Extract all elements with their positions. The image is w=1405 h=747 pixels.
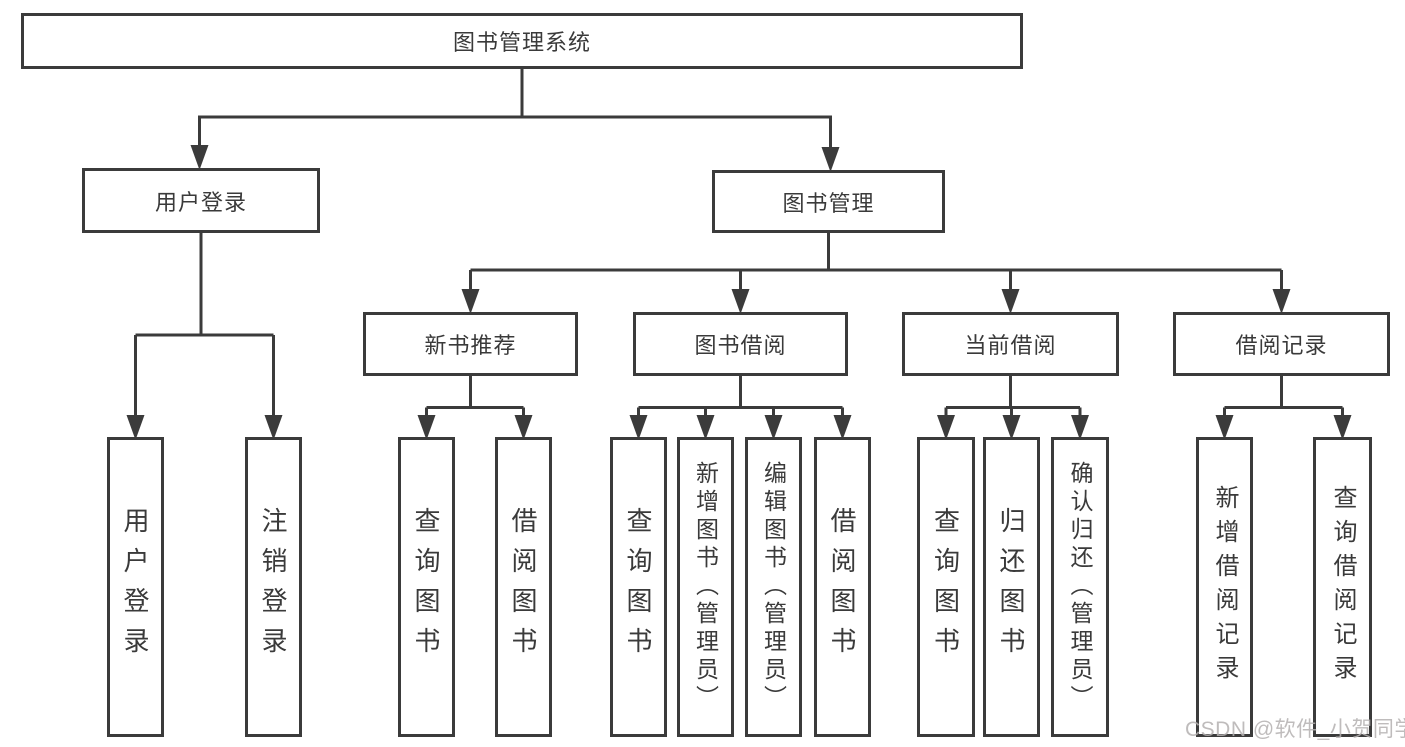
connector-new-book-rec-to-leaves <box>425 376 525 416</box>
connector-book-mgmt-to-level3 <box>469 233 1283 290</box>
node-new-book-recommend-label: 新书推荐 <box>424 333 517 358</box>
leaf-add-borrow-record-label: 新增借阅记录 <box>1211 485 1238 689</box>
arrowhead <box>190 145 209 170</box>
node-user-login-label: 用户登录 <box>154 189 247 215</box>
leaf-query-books-borrow-label: 查询图书 <box>623 507 653 667</box>
leaf-edit-book-admin-label: 编辑图书（管理员） <box>760 461 787 713</box>
leaf-query-books-recommend-label: 查询图书 <box>411 507 441 667</box>
connector-book-borrow-to-leaves <box>637 376 844 416</box>
leaf-query-borrow-record-label: 查询借阅记录 <box>1329 485 1356 689</box>
node-book-borrow: 图书借阅 <box>633 312 848 376</box>
node-book-management: 图书管理 <box>712 170 945 233</box>
leaf-edit-book-admin: 编辑图书（管理员） <box>745 437 802 737</box>
leaf-query-borrow-record: 查询借阅记录 <box>1313 437 1372 737</box>
node-book-management-label: 图书管理 <box>782 190 875 216</box>
node-root-label: 图书管理系统 <box>452 30 591 55</box>
leaf-user-login-label: 用户登录 <box>120 507 150 667</box>
leaf-add-book-admin: 新增图书（管理员） <box>677 437 734 737</box>
connector-user-login-to-leaves <box>134 233 275 416</box>
leaf-query-books-current: 查询图书 <box>917 437 975 737</box>
leaf-user-login: 用户登录 <box>107 437 164 737</box>
node-new-book-recommend: 新书推荐 <box>363 312 578 376</box>
arrowhead <box>731 289 750 314</box>
leaf-logout-login: 注销登录 <box>245 437 302 737</box>
arrowhead <box>1001 289 1020 314</box>
node-borrow-records-label: 借阅记录 <box>1235 333 1328 358</box>
arrowhead <box>1272 289 1291 314</box>
leaf-return-book: 归还图书 <box>983 437 1040 737</box>
leaf-logout-login-label: 注销登录 <box>258 507 288 667</box>
leaf-query-books-borrow: 查询图书 <box>610 437 667 737</box>
node-current-borrow-label: 当前借阅 <box>964 333 1057 358</box>
leaf-borrow-books-recommend-label: 借阅图书 <box>508 507 538 667</box>
leaf-return-book-label: 归还图书 <box>996 507 1026 667</box>
connector-current-borrow-to-leaves <box>944 376 1082 416</box>
node-user-login: 用户登录 <box>82 168 320 233</box>
connector-root-to-level2 <box>198 69 832 148</box>
leaf-borrow-books: 借阅图书 <box>814 437 871 737</box>
arrowhead <box>821 147 840 172</box>
leaf-add-borrow-record: 新增借阅记录 <box>1196 437 1253 737</box>
node-book-borrow-label: 图书借阅 <box>694 333 787 358</box>
leaf-borrow-books-recommend: 借阅图书 <box>495 437 552 737</box>
node-borrow-records: 借阅记录 <box>1173 312 1390 376</box>
node-root: 图书管理系统 <box>21 13 1023 69</box>
arrowhead <box>461 289 480 314</box>
leaf-confirm-return-admin-label: 确认归还（管理员） <box>1067 461 1093 713</box>
leaf-query-books-current-label: 查询图书 <box>930 507 961 667</box>
leaf-borrow-books-label: 借阅图书 <box>827 507 857 667</box>
csdn-watermark: CSDN @软件_小贺同学 <box>1185 718 1405 741</box>
leaf-confirm-return-admin: 确认归还（管理员） <box>1051 437 1109 737</box>
leaf-query-books-recommend: 查询图书 <box>398 437 455 737</box>
leaf-add-book-admin-label: 新增图书（管理员） <box>692 461 719 713</box>
node-current-borrow: 当前借阅 <box>902 312 1119 376</box>
connector-borrow-records-to-leaves <box>1223 376 1344 416</box>
